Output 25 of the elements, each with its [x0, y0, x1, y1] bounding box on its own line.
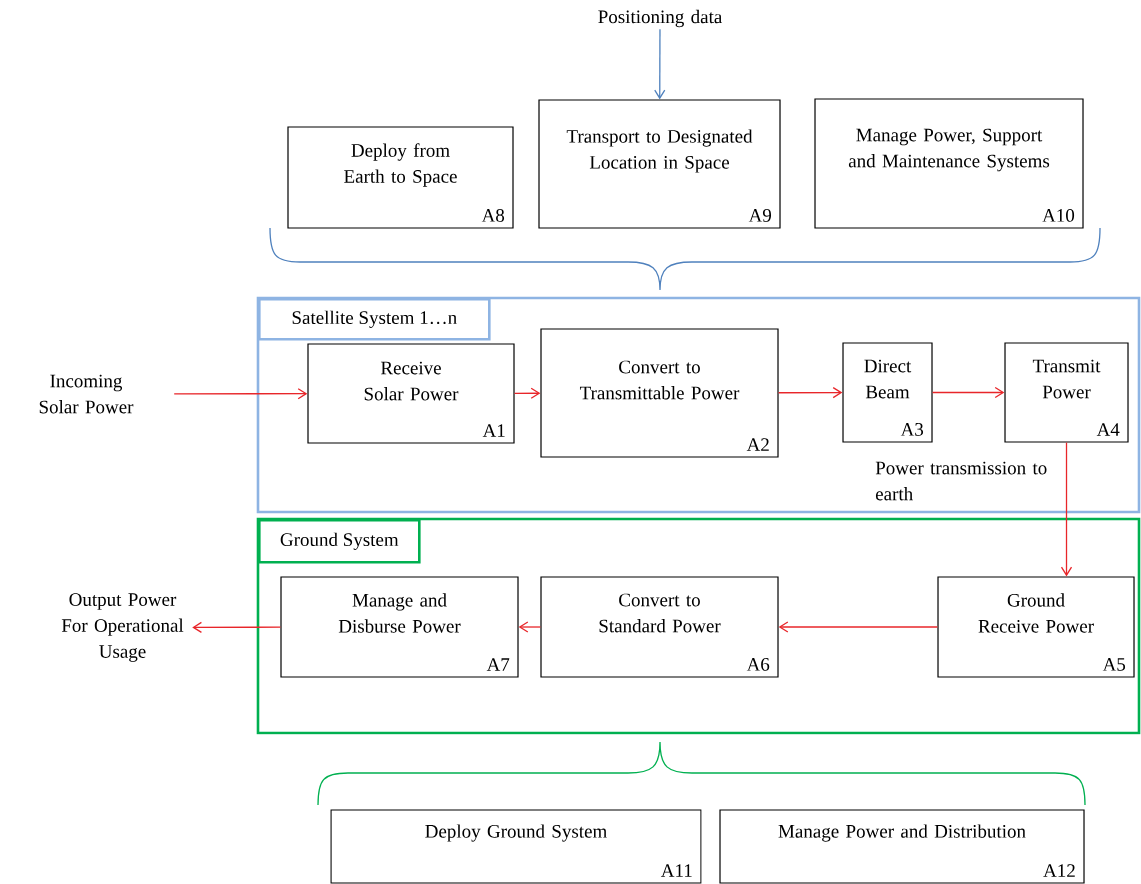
arrow — [513, 387, 541, 399]
process-box: Transport to Designated Location in Space A9 — [538, 99, 781, 229]
process-box: Manage Power, Support and Maintenance Systems A10 — [814, 98, 1084, 229]
process-box: Receive Solar Power A1 — [307, 343, 515, 444]
process-box: Deploy Ground System A11 — [330, 809, 702, 884]
process-box: Convert to Transmittable Power A2 — [540, 328, 779, 458]
arrow — [654, 28, 666, 100]
process-box: Deploy from Earth to Space A8 — [287, 126, 514, 229]
arrow — [192, 621, 282, 633]
arrow — [777, 387, 843, 399]
flow-text: Output Power For Operational Usage — [61, 593, 184, 662]
process-box: Manage Power and Distribution A12 — [719, 809, 1085, 884]
arrow — [1060, 441, 1073, 577]
process-box: Direct Beam A3 — [842, 342, 933, 443]
flow-text: Incoming Solar Power — [39, 374, 134, 414]
process-box: Manage and Disburse Power A7 — [280, 576, 519, 678]
arrow — [173, 388, 308, 400]
process-box: Transmit Power A4 — [1004, 342, 1129, 443]
arrow — [778, 621, 939, 633]
arrow — [931, 386, 1005, 399]
arrow — [518, 621, 542, 633]
process-box: Convert to Standard Power A6 — [540, 576, 779, 678]
edge-label: Power transmission to earth — [875, 461, 1047, 501]
process-box: Ground Receive Power A5 — [937, 576, 1135, 678]
flow-text: Positioning data — [598, 9, 723, 28]
